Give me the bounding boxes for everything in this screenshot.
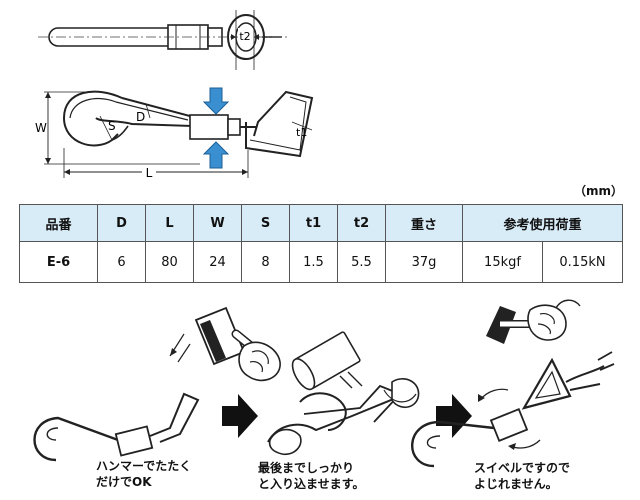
unit-label: （mm） [574, 184, 624, 198]
caption-step1-line1: ハンマーでたたく [96, 459, 192, 473]
side-view-drawing: W S D t1 L [35, 87, 314, 180]
hand-right [391, 378, 420, 409]
cell-W: 24 [193, 241, 242, 283]
dim-label-t2: t2 [239, 30, 250, 43]
side-sleeve [189, 114, 229, 140]
top-view-drawing: t2 [38, 10, 290, 70]
cell-D: 6 [97, 241, 146, 283]
col-header-L: L [145, 204, 194, 242]
swivel-triangle [521, 357, 572, 410]
hand-icon-2 [527, 304, 567, 341]
col-header-t2: t2 [337, 204, 386, 242]
step-arrow-1 [222, 394, 258, 438]
caption-step1: ハンマーでたたく だけでOK [96, 458, 191, 490]
hook-body [62, 90, 194, 147]
step3-illustration [411, 299, 615, 468]
caption-step2-line1: 最後までしっかり [258, 461, 355, 475]
cell-load-kgf: 15kgf [462, 241, 543, 283]
col-header-D: D [97, 204, 146, 242]
spec-table: 品番 D L W S t1 t2 重さ 参考使用荷重 E-6 6 80 24 8… [19, 204, 624, 283]
dim-label-W: W [35, 121, 47, 135]
press-arrow-top [202, 87, 230, 115]
hand-icon [238, 341, 281, 382]
cell-L: 80 [145, 241, 194, 283]
press-arrow-bottom [202, 141, 230, 169]
col-header-weight: 重さ [385, 204, 463, 242]
cell-t2: 5.5 [337, 241, 386, 283]
step-arrow-2 [436, 394, 472, 438]
cell-weight: 37g [385, 241, 463, 283]
table-header-row: 品番 D L W S t1 t2 重さ 参考使用荷重 [19, 204, 624, 242]
col-header-working-load: 参考使用荷重 [461, 204, 624, 242]
hand-left [268, 428, 302, 456]
col-header-S: S [241, 204, 290, 242]
table-row: E-6 6 80 24 8 1.5 5.5 37g 15kgf 0.15kN [19, 241, 624, 283]
dim-label-D: D [136, 110, 145, 124]
col-header-t1: t1 [289, 204, 338, 242]
caption-step2: 最後までしっかり と入り込ませます。 [258, 460, 364, 492]
col-header-part-number: 品番 [19, 204, 98, 242]
caption-step2-line2: と入り込ませます。 [258, 477, 365, 491]
clip-wire [240, 90, 314, 158]
shank-outline [48, 27, 171, 47]
dim-label-L: L [146, 166, 153, 180]
col-header-W: W [193, 204, 242, 242]
cell-t1: 1.5 [289, 241, 338, 283]
caption-step3-line2: よじれません。 [474, 477, 558, 491]
caption-step3: スイベルですので よじれません。 [474, 460, 570, 492]
step1-illustration [33, 306, 281, 462]
cell-part-number: E-6 [19, 241, 98, 283]
cell-S: 8 [241, 241, 290, 283]
cell-load-kn: 0.15kN [541, 241, 624, 283]
dim-label-t1: t1 [296, 126, 307, 139]
caption-step3-line1: スイベルですので [474, 461, 571, 475]
dim-label-S: S [108, 119, 116, 133]
step2-illustration [267, 331, 420, 456]
caption-step1-line2: だけでOK [96, 475, 152, 489]
usage-illustrations [33, 299, 615, 468]
